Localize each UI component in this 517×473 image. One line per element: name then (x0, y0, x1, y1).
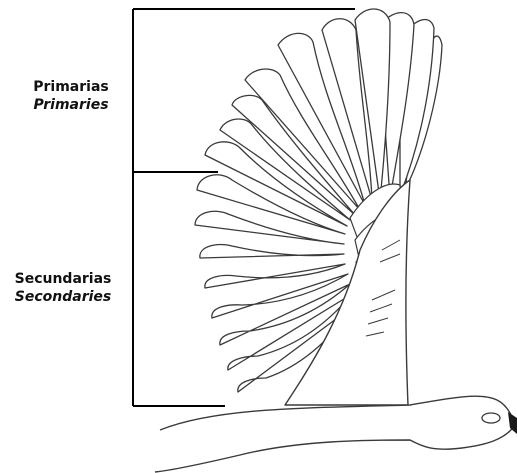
eye-icon (482, 413, 500, 423)
secondary-feather (200, 245, 344, 259)
bird-body (155, 396, 515, 472)
secondaries-bracket (133, 172, 225, 406)
